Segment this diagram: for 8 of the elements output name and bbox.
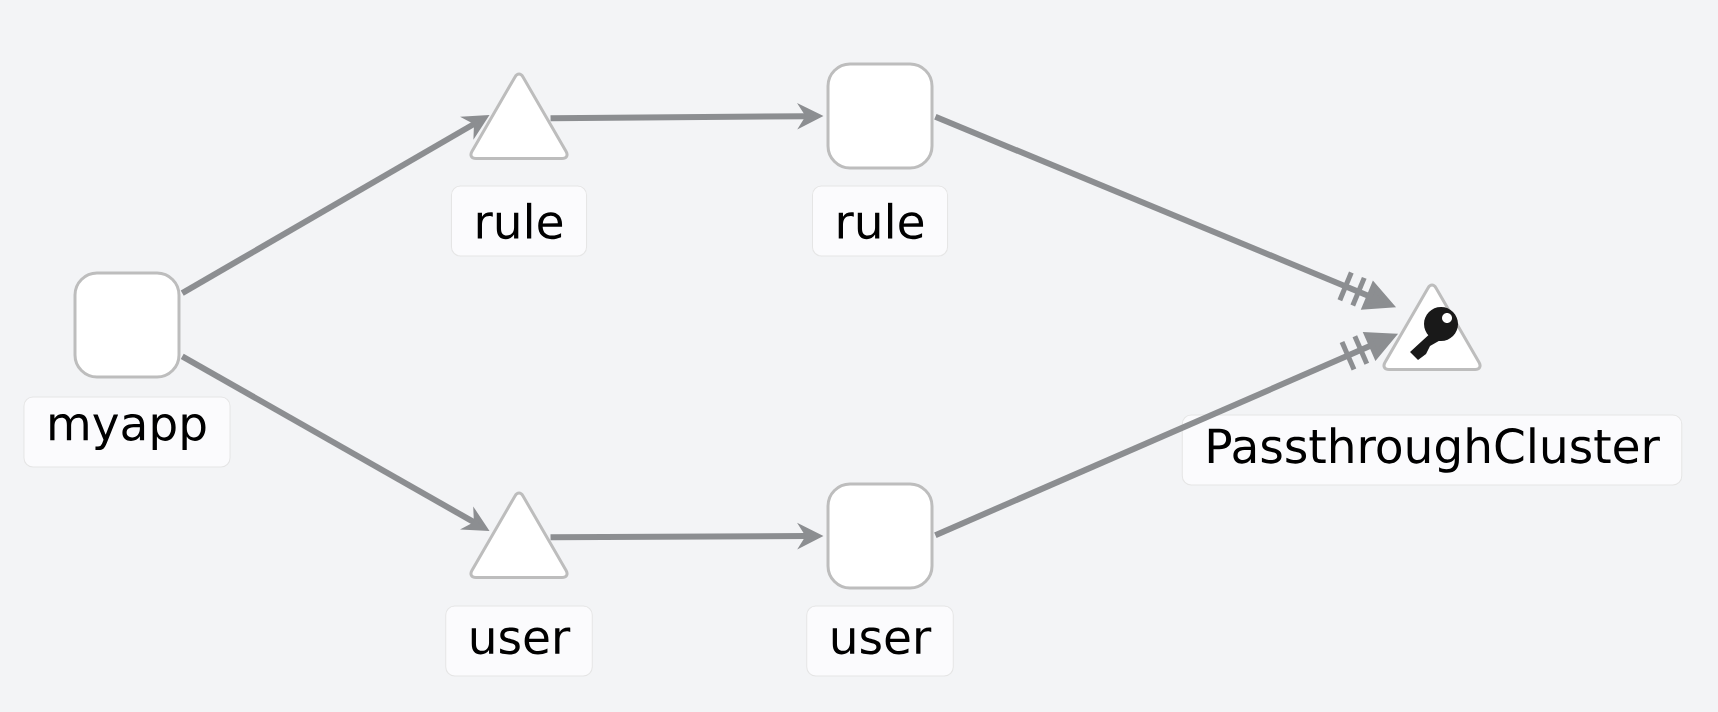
graph-node: rule — [811, 62, 949, 257]
node-label: rule — [838, 202, 924, 240]
graph-node: rule — [450, 72, 588, 257]
node-label: user — [832, 627, 932, 655]
graph-node: PassthroughCluster — [1181, 283, 1683, 486]
graph-node: user — [445, 491, 593, 677]
graph-node: user — [806, 482, 954, 677]
graph-node: myapp — [23, 271, 231, 468]
